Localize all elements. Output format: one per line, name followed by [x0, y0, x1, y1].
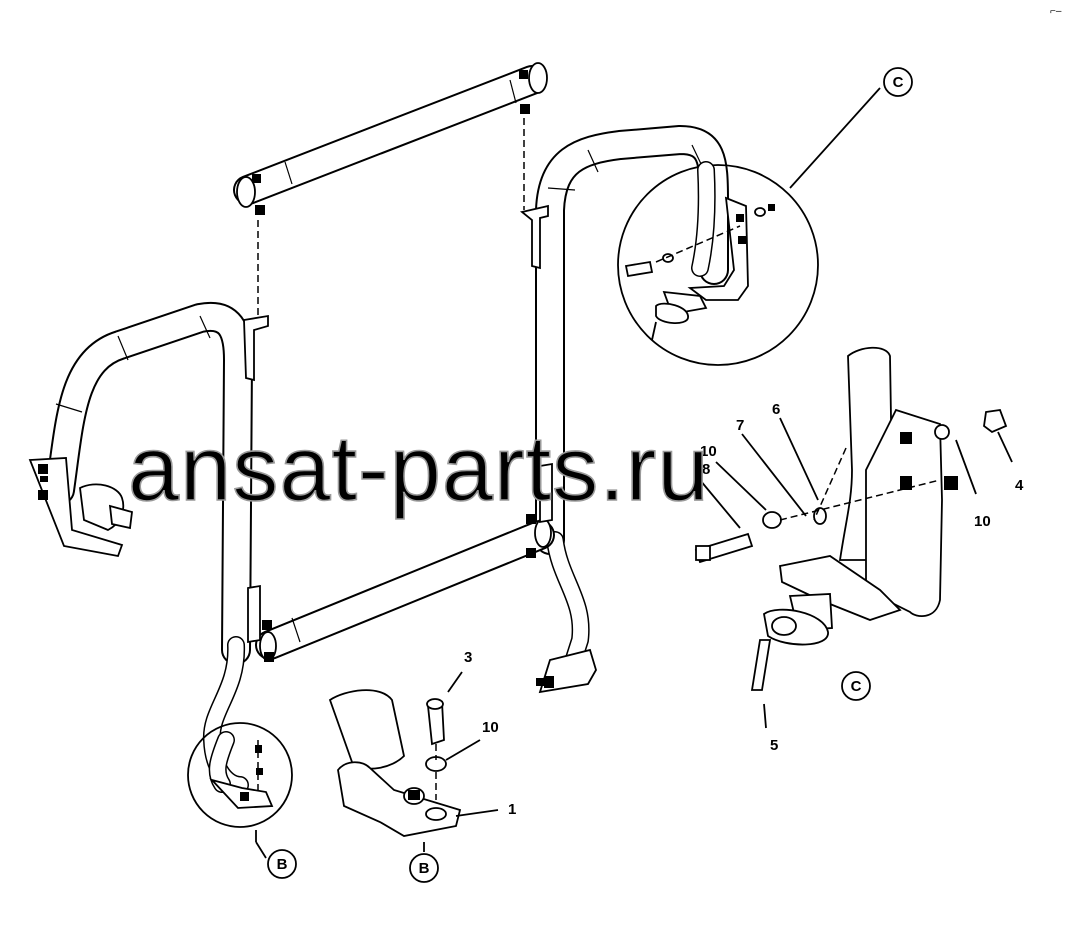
- callout-3: 3: [464, 649, 472, 666]
- callout-5: 5: [770, 737, 778, 754]
- left-mount-foot: [28, 457, 133, 558]
- callout-4: 4: [1015, 477, 1024, 494]
- callout-8: 8: [702, 461, 710, 478]
- b-marker-circle-detail: [409, 853, 439, 883]
- label-b-detail: B: [419, 860, 430, 877]
- callout-1: 1: [508, 801, 516, 818]
- callout-10-b: 10: [482, 719, 499, 736]
- label-c-detail: C: [851, 678, 862, 695]
- left-hoop: [45, 301, 253, 665]
- right-upper-bracket: [519, 204, 549, 270]
- right-lower-bracket: [539, 462, 553, 524]
- b-marker-circle-main: [267, 849, 297, 879]
- detail-c-enlarged: [694, 346, 1013, 729]
- right-lower-leg: [546, 531, 590, 674]
- callout-10-c1: 10: [700, 443, 717, 460]
- detail-b-circle: [187, 722, 293, 859]
- callout-6: 6: [772, 401, 780, 418]
- left-upper-bracket: [243, 314, 269, 382]
- detail-b-enlarged: [328, 671, 499, 852]
- callout-10-c2: 10: [974, 513, 991, 530]
- top-cross-tube: [233, 62, 548, 215]
- lower-cross-tube: [255, 514, 555, 662]
- left-lower-bracket: [247, 584, 261, 644]
- label-b-main: B: [277, 856, 288, 873]
- corner-mark: ⌐–: [1050, 6, 1062, 17]
- detail-c-circle: [617, 67, 913, 366]
- right-bottom-foot: [536, 648, 597, 694]
- callout-7: 7: [736, 417, 744, 434]
- label-c-main: C: [893, 74, 904, 91]
- watermark: ansat-parts.ru: [128, 418, 710, 520]
